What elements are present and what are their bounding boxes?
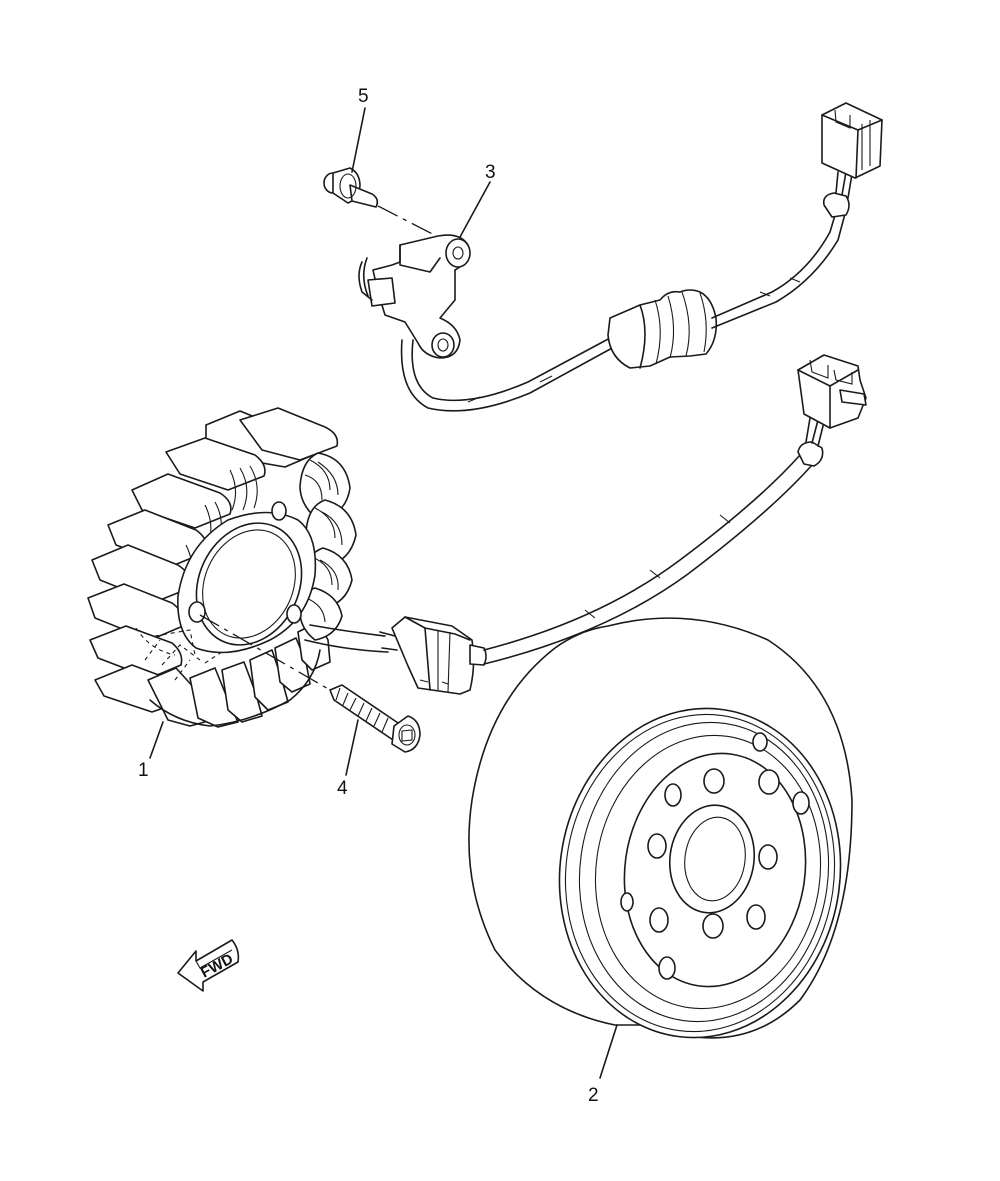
leader-line-3 (459, 181, 491, 238)
arrow-down-left-icon (177, 939, 240, 992)
leader-line-4 (345, 719, 359, 776)
pickup-coil-part-3 (358, 234, 471, 359)
stator-connector (391, 616, 487, 695)
stator-part-1 (87, 407, 357, 728)
callout-1: 1 (138, 760, 149, 781)
bolt-part-5 (323, 167, 379, 208)
wire-grommet (607, 289, 718, 369)
callout-4: 4 (337, 778, 348, 799)
fwd-direction-marker: FWD (177, 939, 240, 992)
stator-output-connector (797, 354, 867, 429)
bolt-4-axis-line (199, 614, 331, 691)
flywheel-hub (668, 804, 756, 914)
leader-line-2 (599, 1024, 618, 1079)
callout-2: 2 (588, 1085, 599, 1106)
leader-line-5 (351, 107, 366, 173)
pickup-coil-connector (821, 102, 883, 179)
flywheel-rotor-part-2 (468, 617, 853, 1039)
callout-3: 3 (485, 162, 496, 183)
leader-line-1 (149, 721, 164, 759)
bolt-part-4 (329, 684, 421, 753)
callout-5: 5 (358, 86, 369, 107)
pickup-coil-lead (400, 339, 615, 412)
